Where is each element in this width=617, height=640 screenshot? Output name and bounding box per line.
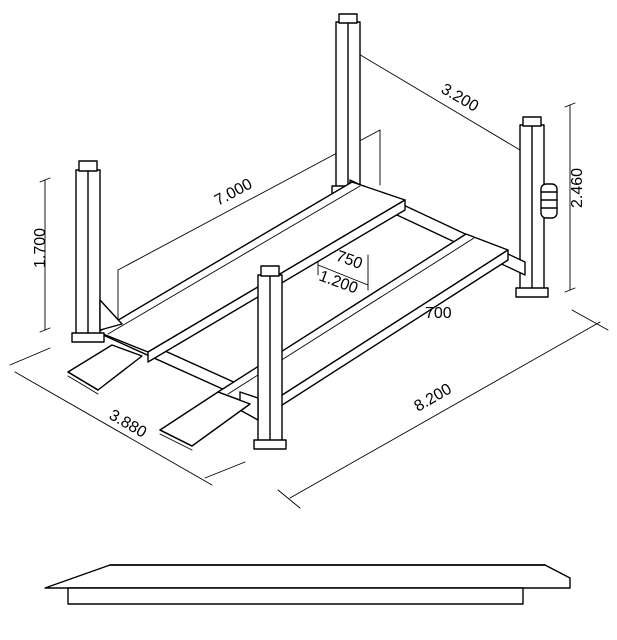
column-front-right: [239, 265, 287, 450]
ramp-right: [159, 391, 251, 451]
dim-inner-width-a: 750: [334, 248, 365, 273]
dim-overall-length: 8.200: [412, 381, 455, 416]
column-rear-left: [331, 13, 365, 195]
dim-runway-width: 700: [425, 305, 452, 322]
dim-column-height: 2.460: [569, 168, 586, 208]
dim-lift-height: 1.700: [32, 228, 49, 268]
ramp-left: [67, 344, 143, 395]
dim-runway-length: 7.000: [212, 176, 255, 210]
dimension-lines: [9, 49, 609, 509]
dim-inner-width-b: 1.200: [317, 268, 361, 298]
column-front-left: [71, 160, 123, 343]
dim-column-spacing: 3.200: [438, 81, 481, 116]
power-unit-motor-icon: [540, 183, 558, 219]
runway-side-elevation: [44, 564, 571, 605]
